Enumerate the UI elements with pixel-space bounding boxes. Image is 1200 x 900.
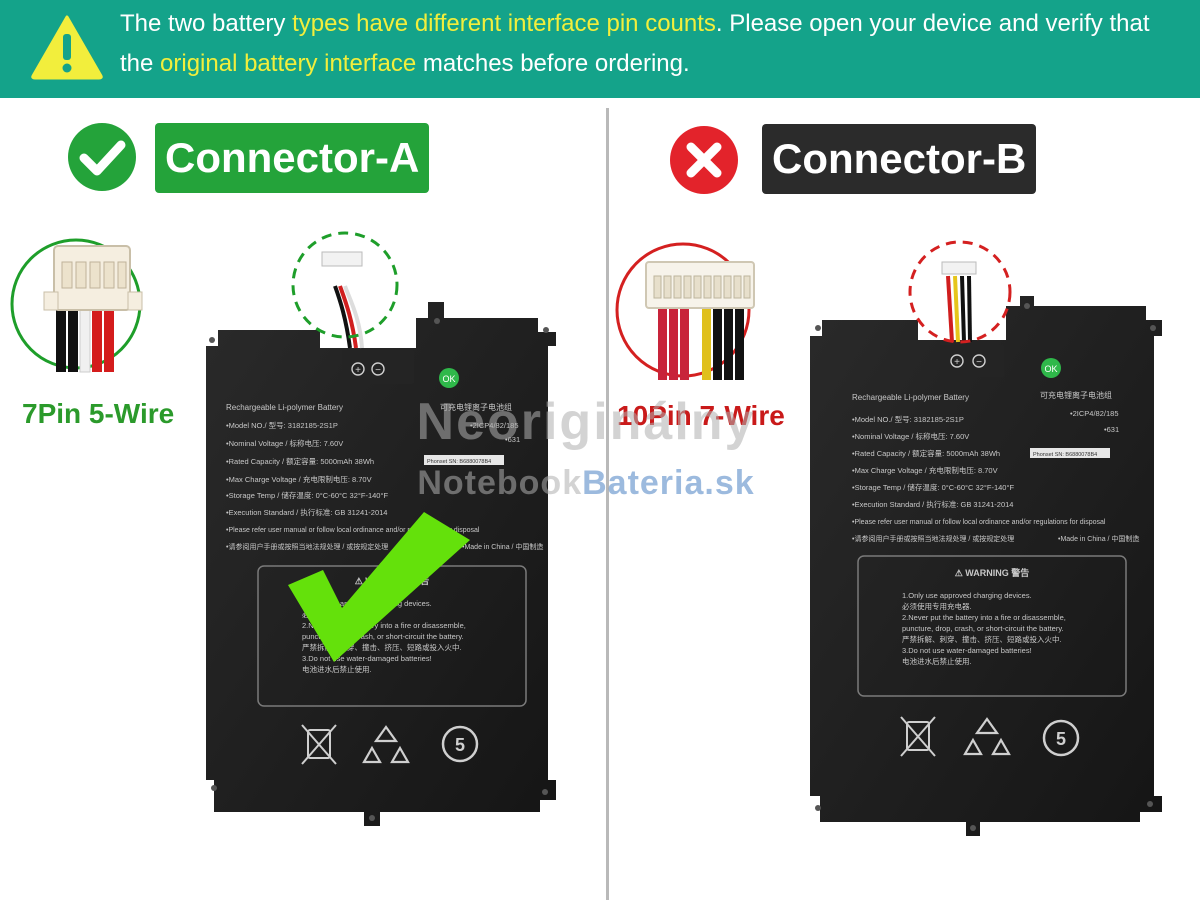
banner-text-4: matches before ordering. [416, 50, 690, 77]
recycle-5-icon: 5 [441, 725, 479, 763]
label-barcode: Phonset SN: B6880078B4 [427, 459, 491, 465]
label-heading-cn: 可充电锂离子电池组 [440, 402, 512, 412]
connector-b-wire-label: 10Pin 7-Wire [617, 400, 785, 431]
info-banner: The two battery types have different int… [0, 0, 1200, 98]
label-standard: •Execution Standard / 执行标准: GB 31241-201… [226, 507, 387, 517]
banner-text-3: the [120, 50, 161, 77]
cross-icon [670, 126, 738, 194]
label-heading: Rechargeable Li-polymer Battery [226, 403, 343, 412]
label-refer-b: •Please refer user manual or follow loca… [852, 519, 1106, 526]
label-model-b: •Model NO./ 型号: 3182185-2S1P [852, 415, 964, 424]
minus-sign-b: − [976, 357, 982, 368]
warning-2-b: 2.Never put the battery into a fire or d… [902, 613, 1066, 622]
plus-sign-b: + [954, 357, 960, 368]
warning-3-cn: 电池进水后禁止使用. [302, 664, 372, 674]
warning-icon [31, 15, 103, 80]
panel-divider [606, 108, 609, 900]
banner-message: The two battery types have different int… [120, 4, 1198, 84]
connector-a-title: Connector-A [155, 123, 430, 193]
warning-1-cn-b: 必须使用专用充电器. [902, 601, 972, 611]
label-cell: •2ICP4/82/185 [470, 421, 519, 430]
label-charge-b: •Max Charge Voltage / 充电限制电压: 8.70V [852, 465, 998, 475]
connector-b-highlight [908, 240, 1012, 344]
label-refer-cn: •请参阅用户手册或按照当地法规处理 / 或按规定处理 [226, 542, 388, 551]
plus-sign: + [355, 365, 361, 376]
connector-a-closeup [10, 238, 143, 373]
label-standard-b: •Execution Standard / 执行标准: GB 31241-201… [852, 499, 1013, 509]
ok-badge: OK [442, 374, 455, 384]
check-icon [68, 123, 136, 191]
battery-a: + − OK Rechargeable Li-polymer Battery 可… [206, 251, 556, 826]
connector-b-title: Connector-B [762, 124, 1037, 194]
label-voltage-b: •Nominal Voltage / 标称电压: 7.60V [852, 431, 969, 441]
warning-2-cn: 严禁拆解、刺穿、撞击、挤压、短路或投入火中. [302, 642, 462, 652]
label-storage-b: •Storage Temp / 储存温度: 0°C-60°C 32°F-140°… [852, 482, 1014, 492]
label-code-b: •631 [1104, 425, 1119, 434]
banner-highlight-1: types have different interface pin count… [292, 10, 716, 37]
label-refer: •Please refer user manual or follow loca… [226, 527, 480, 534]
banner-text-1: The two battery [120, 10, 293, 37]
recycle-5-icon-b: 5 [1042, 719, 1080, 757]
svg-text:5: 5 [455, 735, 465, 755]
label-capacity: •Rated Capacity / 额定容量: 5000mAh 38Wh [226, 456, 374, 466]
label-made-b: •Made in China / 中国制造 [1058, 534, 1139, 543]
label-code: •631 [505, 435, 520, 444]
banner-highlight-2: original battery interface [160, 50, 417, 77]
label-voltage: •Nominal Voltage / 标称电压: 7.60V [226, 438, 343, 448]
label-storage: •Storage Temp / 储存温度: 0°C-60°C 32°F-140°… [226, 490, 388, 500]
warning-1-b: 1.Only use approved charging devices. [902, 591, 1032, 600]
recycle-icon [362, 725, 410, 764]
warning-3-b: 3.Do not use water-damaged batteries! [902, 646, 1032, 655]
warning-2-cn-b: 严禁拆解、刺穿、撞击、挤压、短路或投入火中. [902, 634, 1062, 644]
label-cell-b: •2ICP4/82/185 [1070, 409, 1119, 418]
battery-b: + − OK Rechargeable Li-polymer Battery 可… [810, 261, 1162, 836]
warning-3: 3.Do not use water-damaged batteries! [302, 654, 432, 663]
label-barcode-b: Phonset SN: B6880078B4 [1033, 452, 1097, 458]
label-model: •Model NO./ 型号: 3182185-2S1P [226, 421, 338, 430]
connector-a-wire-label: 7Pin 5-Wire [22, 398, 175, 429]
label-heading-b: Rechargeable Li-polymer Battery [852, 393, 969, 402]
recycle-icon-b [963, 717, 1011, 756]
warning-2: 2.Never put the battery into a fire or d… [302, 621, 466, 630]
label-refer-cn-b: •请参阅用户手册或按照当地法规处理 / 或按规定处理 [852, 534, 1014, 543]
weee-icon-b [900, 716, 936, 757]
green-checkmark-icon [288, 512, 470, 662]
warning-title-b: ⚠ WARNING 警告 [955, 567, 1030, 578]
warning-2b-b: puncture, drop, crash, or short-circuit … [902, 624, 1064, 633]
weee-icon [301, 724, 337, 765]
connector-a-highlight [291, 231, 399, 339]
label-charge: •Max Charge Voltage / 充电限制电压: 8.70V [226, 474, 372, 484]
ok-badge-b: OK [1044, 364, 1057, 374]
label-made: •Made in China / 中国制造 [462, 542, 543, 551]
warning-3-cn-b: 电池进水后禁止使用. [902, 656, 972, 666]
banner-text-2: . Please open your device and verify tha… [715, 10, 1150, 37]
minus-sign: − [375, 365, 381, 376]
svg-text:5: 5 [1056, 729, 1066, 749]
label-capacity-b: •Rated Capacity / 额定容量: 5000mAh 38Wh [852, 448, 1000, 458]
connector-b-closeup [615, 242, 755, 380]
label-heading-cn-b: 可充电锂离子电池组 [1040, 390, 1112, 400]
warning-2b: puncture, drop, crash, or short-circuit … [302, 632, 464, 641]
